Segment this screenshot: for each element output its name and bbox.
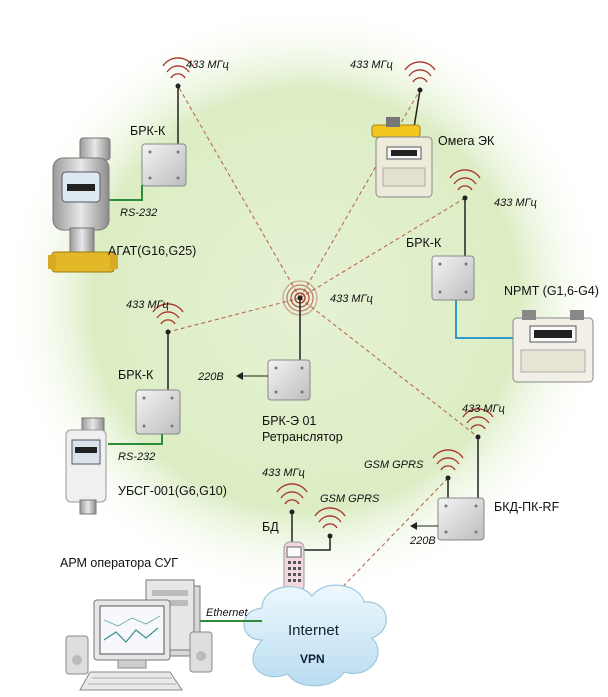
ubsg-antenna-waves	[152, 303, 184, 325]
ubsg-box-label: БРК-К	[118, 368, 154, 382]
agat-meter	[48, 137, 118, 273]
bkd-antenna-waves	[462, 408, 494, 430]
ubsg-freq-label: 433 МГц	[126, 299, 169, 311]
relay-power-label: 220В	[198, 371, 224, 383]
vpn-label: VPN	[300, 652, 325, 666]
ubsg-meter	[65, 417, 107, 515]
agat-iface-label: RS-232	[120, 207, 158, 219]
bkd-power-label: 220В	[410, 535, 436, 547]
bkd-gsm-label: GSM GPRS	[364, 459, 424, 471]
omega-antenna-waves	[404, 61, 436, 83]
npmt-antenna-waves	[449, 169, 481, 191]
omega-meter	[371, 117, 433, 198]
relay-box	[236, 359, 311, 401]
npmt-wire	[455, 300, 516, 339]
agat-antenna-waves	[162, 57, 194, 79]
omega-freq-label: 433 МГц	[350, 59, 393, 71]
bd-freq-label: 433 МГц	[262, 467, 305, 479]
ethernet-label: Ethernet	[206, 607, 248, 619]
omega-meter-label: Омега ЭК	[438, 134, 495, 148]
bd-antenna-waves	[276, 483, 308, 505]
agat-box-label: БРК-К	[130, 124, 166, 138]
npmt-freq-label: 433 МГц	[494, 197, 537, 209]
bkd-gsm-waves	[432, 449, 464, 471]
ubsg-brk-box	[135, 389, 181, 435]
internet-cloud	[243, 584, 387, 687]
hub-freq-label: 433 МГц	[330, 293, 373, 305]
relay-name-label: БРК-Э 01	[262, 414, 317, 428]
arm-title: АРМ оператора СУГ	[60, 556, 178, 570]
agat-meter-label: АГАТ(G16,G25)	[108, 244, 197, 258]
npmt-meter	[512, 310, 594, 383]
ubsg-meter-label: УБСГ-001(G6,G10)	[118, 484, 227, 498]
internet-label: Internet	[288, 622, 339, 639]
bd-name-label: БД	[262, 520, 279, 534]
bkd-freq-label: 433 МГц	[462, 403, 505, 415]
agat-rs232-wire	[104, 185, 143, 201]
npmt-brk-box	[431, 255, 475, 301]
ubsg-iface-label: RS-232	[118, 451, 156, 463]
relay-role-label: Ретранслятор	[262, 430, 343, 444]
bd-gsm-waves	[314, 507, 346, 529]
bkd-name-label: БКД-ПК-RF	[494, 500, 560, 514]
bd-gsm-label: GSM GPRS	[320, 493, 380, 505]
agat-brk-box	[141, 143, 187, 187]
agat-freq-label: 433 МГц	[186, 59, 229, 71]
bkd-box	[410, 497, 485, 541]
workstation	[65, 579, 213, 691]
bd-handheld	[283, 541, 305, 593]
npmt-box-label: БРК-К	[406, 236, 442, 250]
npmt-meter-label: NPMT (G1,6-G4)	[504, 284, 599, 298]
ubsg-rs232-wire	[108, 434, 163, 445]
